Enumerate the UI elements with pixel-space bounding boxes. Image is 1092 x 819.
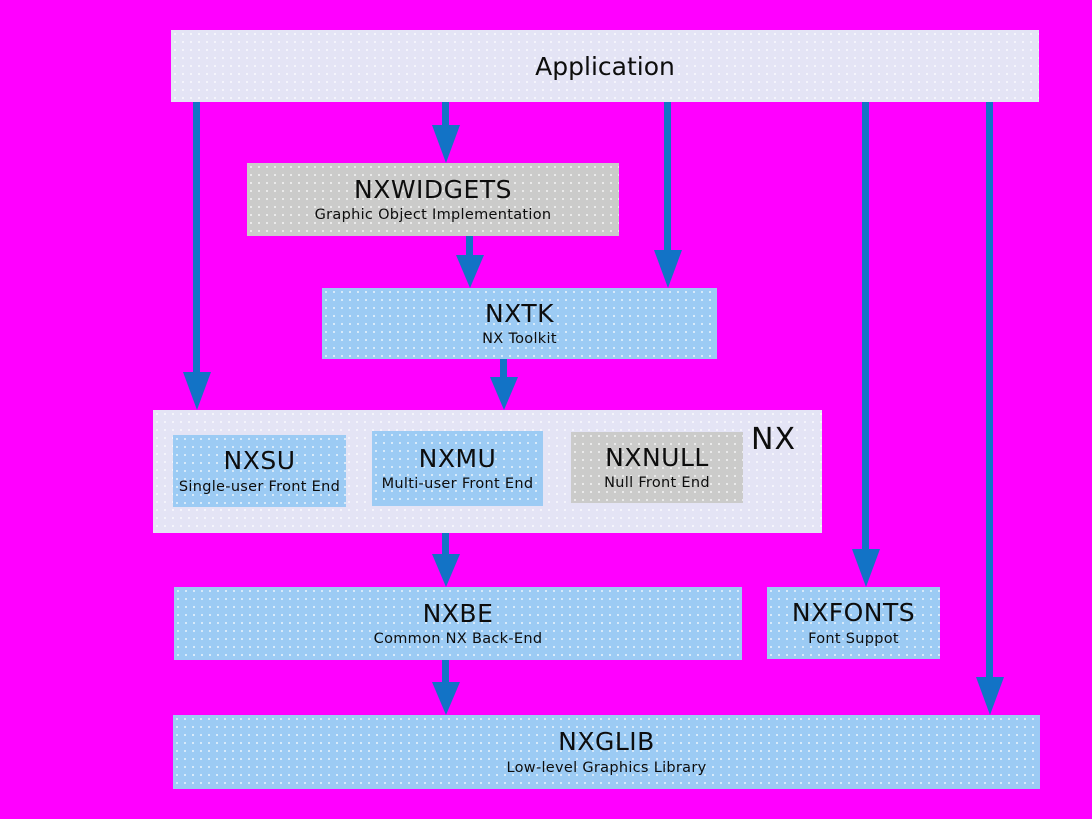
nxmu-title: NXMU [418,443,497,473]
arrow-head-icon [976,677,1004,715]
nxnull-subtitle: Null Front End [604,475,710,492]
nxglib-box: NXGLIB Low-level Graphics Library [173,715,1040,789]
nxmu-subtitle: Multi-user Front End [381,476,534,493]
arrow-application-to-nxglib [976,102,1004,715]
application-box: Application [171,30,1039,102]
arrow-nxwidgets-to-nxtk [456,236,484,288]
nx-group-label: NX [751,422,796,457]
arrow-shaft [442,533,449,561]
nxnull-title: NXNULL [605,442,709,472]
nxtk-box: NXTK NX Toolkit [322,288,717,359]
nxtk-title: NXTK [484,298,555,328]
nxsu-box: NXSU Single-user Front End [173,435,346,507]
nxfonts-box: NXFONTS Font Suppot [767,587,940,659]
nxsu-subtitle: Single-user Front End [178,478,341,495]
arrow-head-icon [456,255,484,288]
arrow-shaft [664,102,671,258]
arrow-nxbe-to-nxglib [432,660,460,715]
nxnull-box: NXNULL Null Front End [571,432,743,503]
application-title: Application [535,51,675,81]
arrow-head-icon [183,372,211,410]
arrow-shaft [986,102,993,685]
arrow-shaft [466,236,473,262]
arrow-application-to-nxtk [654,102,682,288]
nxfonts-subtitle: Font Suppot [808,630,899,647]
nxfonts-title: NXFONTS [791,598,916,628]
nxbe-subtitle: Common NX Back-End [373,631,543,648]
nxbe-title: NXBE [422,598,494,628]
arrow-application-to-nxwidgets [432,102,460,163]
nxglib-title: NXGLIB [558,727,655,757]
nxmu-box: NXMU Multi-user Front End [372,431,543,506]
arrow-application-to-nxfonts [852,102,880,587]
arrow-head-icon [852,549,880,587]
arrow-nxtk-to-nx [490,359,518,410]
arrow-head-icon [490,377,518,410]
nxwidgets-box: NXWIDGETS Graphic Object Implementation [247,163,619,236]
nx-group-box: NX NXSU Single-user Front End NXMU Multi… [153,410,822,533]
arrow-nx-to-nxbe [432,533,460,587]
nxsu-title: NXSU [223,446,296,476]
nxglib-subtitle: Low-level Graphics Library [506,759,707,776]
nxtk-subtitle: NX Toolkit [482,331,557,348]
arrow-shaft [442,660,449,689]
arrow-shaft [193,102,200,380]
arrow-shaft [500,359,507,384]
arrow-head-icon [654,250,682,288]
arrow-head-icon [432,125,460,163]
arrow-application-to-nx [183,102,211,410]
arrow-shaft [862,102,869,557]
arrow-head-icon [432,682,460,715]
nxwidgets-title: NXWIDGETS [354,174,512,204]
nxwidgets-subtitle: Graphic Object Implementation [314,207,552,224]
arrow-shaft [442,102,449,133]
arrow-head-icon [432,554,460,587]
nxbe-box: NXBE Common NX Back-End [174,587,742,660]
